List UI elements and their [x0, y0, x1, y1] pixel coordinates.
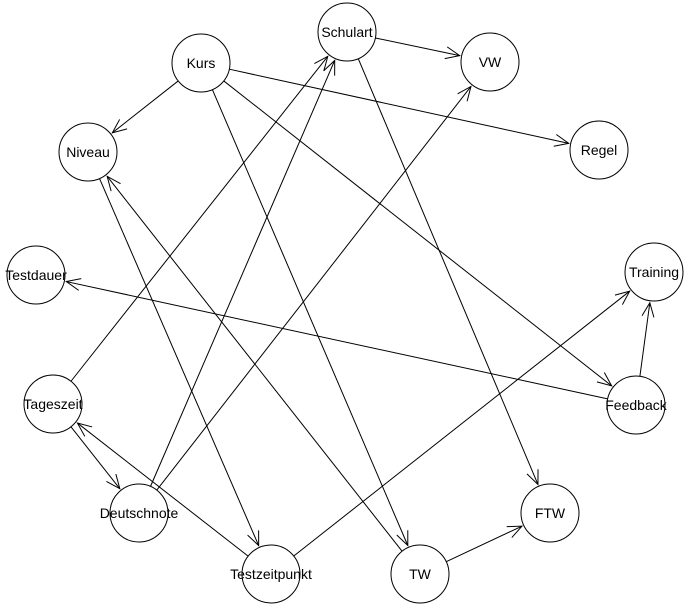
node-tageszeit: Tageszeit — [23, 374, 83, 434]
edge-line — [112, 80, 179, 134]
node-ftw: FTW — [520, 483, 580, 543]
node-circle — [390, 544, 450, 604]
edge-deutschnote-schulart — [150, 59, 336, 487]
edge-line — [150, 60, 336, 487]
node-circle — [241, 544, 301, 604]
edge-line — [639, 302, 651, 377]
edge-tw-ftw — [446, 525, 524, 563]
edge-line — [223, 80, 612, 387]
edge-line — [293, 290, 630, 557]
node-circle — [606, 375, 666, 435]
node-circle — [569, 120, 629, 180]
edge-line — [446, 525, 523, 563]
node-deutschnote: Deutschnote — [100, 483, 179, 543]
node-circle — [109, 483, 169, 543]
arrowhead — [323, 59, 336, 76]
node-circle — [520, 483, 580, 543]
arrowhead — [106, 473, 121, 490]
edge-kurs-niveau — [111, 80, 179, 134]
node-vw: VW — [460, 32, 520, 92]
arrowhead — [111, 119, 128, 134]
arrowhead — [553, 134, 570, 147]
node-label: Feedback — [605, 397, 667, 413]
arrowhead — [396, 530, 409, 547]
edge-kurs-tw — [211, 89, 409, 547]
edge-testzeitpunkt-tageszeit — [76, 422, 249, 557]
node-label: Regel — [581, 142, 618, 158]
edge-niveau-testzeitpunkt — [99, 178, 260, 547]
edge-line — [156, 86, 472, 491]
edge-kurs-regel — [229, 68, 570, 147]
node-label: VW — [479, 54, 502, 70]
node-label: Kurs — [187, 55, 216, 71]
edge-line — [229, 68, 569, 144]
arrowhead — [444, 46, 461, 60]
node-label: Niveau — [66, 144, 110, 160]
edge-testzeitpunkt-training — [293, 290, 631, 557]
edges-layer — [65, 37, 655, 563]
edge-tageszeit-deutschnote — [70, 426, 121, 490]
node-training: Training — [624, 242, 684, 302]
node-niveau: Niveau — [58, 122, 118, 182]
arrowhead — [596, 372, 613, 387]
edge-line — [211, 89, 409, 546]
node-label: Tageszeit — [23, 396, 82, 412]
arrowhead — [641, 301, 655, 318]
node-feedback: Feedback — [605, 375, 668, 435]
edge-line — [70, 426, 121, 489]
edge-tageszeit-schulart — [70, 55, 329, 382]
node-label: FTW — [535, 505, 566, 521]
node-regel: Regel — [569, 120, 629, 180]
edge-line — [70, 56, 329, 382]
node-circle — [460, 32, 520, 92]
arrowhead — [314, 55, 329, 72]
node-label: TW — [409, 566, 432, 582]
node-label: Testzeitpunkt — [230, 566, 312, 582]
edge-line — [77, 422, 249, 557]
node-kurs: Kurs — [171, 33, 231, 93]
node-label: Training — [629, 264, 679, 280]
node-circle — [171, 33, 231, 93]
edge-feedback-training — [639, 301, 655, 377]
node-tw: TW — [390, 544, 450, 604]
edge-line — [375, 37, 460, 57]
arrowhead — [457, 85, 472, 102]
arrowhead — [76, 422, 93, 437]
arrowhead — [526, 469, 539, 486]
edge-schulart-vw — [375, 37, 461, 60]
arrowhead — [247, 530, 260, 547]
node-circle — [6, 245, 66, 305]
node-circle — [58, 122, 118, 182]
edge-schulart-ftw — [357, 58, 539, 486]
edge-kurs-feedback — [223, 80, 613, 387]
node-circle — [624, 242, 684, 302]
edge-line — [99, 178, 260, 546]
arrowhead — [614, 290, 631, 305]
node-label: Testdauer — [5, 267, 67, 283]
node-testzeitpunkt: Testzeitpunkt — [230, 544, 312, 604]
node-label: Deutschnote — [100, 505, 179, 521]
node-schulart: Schulart — [317, 2, 377, 62]
node-circle — [23, 374, 83, 434]
arrowhead — [106, 175, 121, 192]
arrowhead — [65, 278, 82, 291]
node-label: Schulart — [321, 24, 372, 40]
node-testdauer: Testdauer — [5, 245, 67, 305]
arrowhead — [506, 525, 524, 538]
edge-deutschnote-vw — [156, 85, 472, 491]
edge-line — [357, 58, 539, 485]
node-circle — [317, 2, 377, 62]
